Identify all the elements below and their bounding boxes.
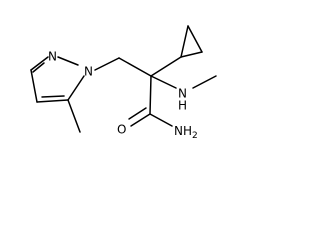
amide-subscript-2: 2	[192, 131, 198, 141]
bond-cq-cyclopropyl	[150, 56, 182, 77]
atom-label-o-carbonyl: O	[117, 123, 126, 137]
bond-cyclopropyl-3	[180, 25, 189, 58]
atom-label-n-ring-top: N	[48, 50, 57, 64]
bond-n1-ch2	[94, 57, 120, 71]
bond-ch2-cq	[118, 57, 152, 77]
amide-nh-text: NH	[174, 124, 192, 138]
bond-cq-carbonyl	[149, 75, 152, 115]
bond-cyclopropyl-1	[180, 51, 203, 58]
atom-label-n-amine: N	[178, 87, 187, 101]
bond-carbonyl-o	[130, 113, 151, 127]
bond-n2-c3-double	[32, 62, 45, 73]
atom-label-nh2-amide: NH2	[174, 124, 198, 141]
bond-c4-c5	[36, 99, 69, 103]
bond-carbonyl-nh2	[149, 113, 173, 127]
bond-n2-c3	[30, 56, 49, 71]
bond-c5-methyl	[67, 99, 81, 133]
chemical-structure-diagram: N N N H O NH2	[30, 25, 217, 141]
atom-label-h-amine: H	[178, 99, 187, 113]
bond-c4-c5-double	[41, 95, 65, 98]
bond-nh-methyl	[192, 75, 217, 89]
bond-cyclopropyl-2	[187, 25, 203, 53]
bond-c5-n1	[67, 75, 85, 101]
bond-cq-nh	[150, 75, 177, 89]
bond-n1-n2	[57, 56, 79, 66]
bond-carbonyl-o-double	[128, 107, 147, 120]
atom-label-n-ring-attached: N	[84, 65, 93, 79]
bond-c3-c4	[30, 69, 38, 103]
